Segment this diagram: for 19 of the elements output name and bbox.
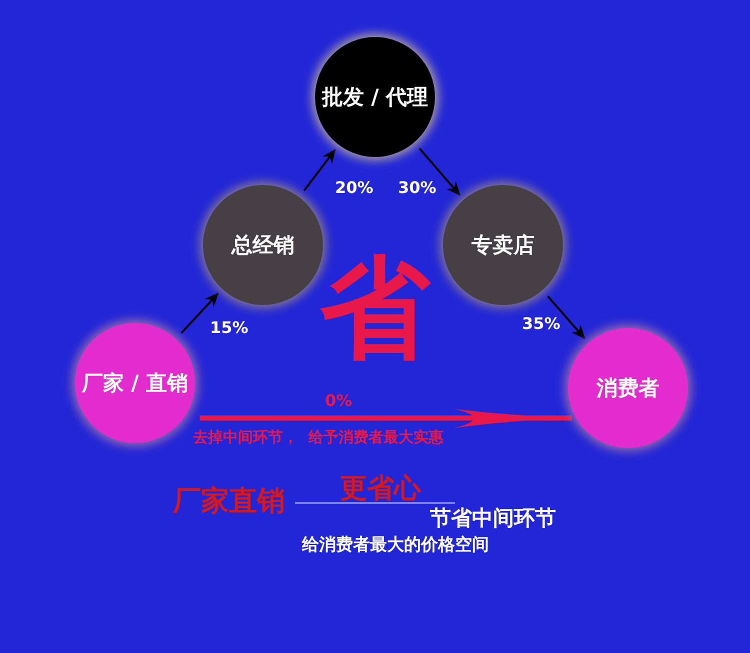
big-character: 省 [320, 248, 430, 369]
edge-label: 35% [522, 314, 560, 333]
circle-node: 总经销 [203, 185, 323, 305]
slogan-heading: 厂家直销 [173, 486, 285, 517]
edge-label: 0% [325, 391, 352, 410]
slogan-heading: 更省心 [340, 474, 421, 504]
edge-label: 15% [210, 318, 248, 337]
arrow [180, 292, 219, 334]
edge-label: 30% [398, 178, 436, 197]
slogan-text: 节省中间环节 [430, 507, 556, 530]
edge-label: 20% [335, 178, 374, 197]
circle-node: 批发 / 代理 [315, 37, 435, 157]
circle-node: 消费者 [568, 328, 688, 448]
slogan-text: 去掉中间环节， 给予消费者最大实惠 [193, 429, 444, 446]
slogan-text: 给消费者最大的价格空间 [302, 536, 489, 555]
circle-node: 专卖店 [443, 185, 563, 305]
arrow [547, 296, 586, 340]
arrow [418, 148, 461, 196]
arrow [303, 148, 336, 192]
